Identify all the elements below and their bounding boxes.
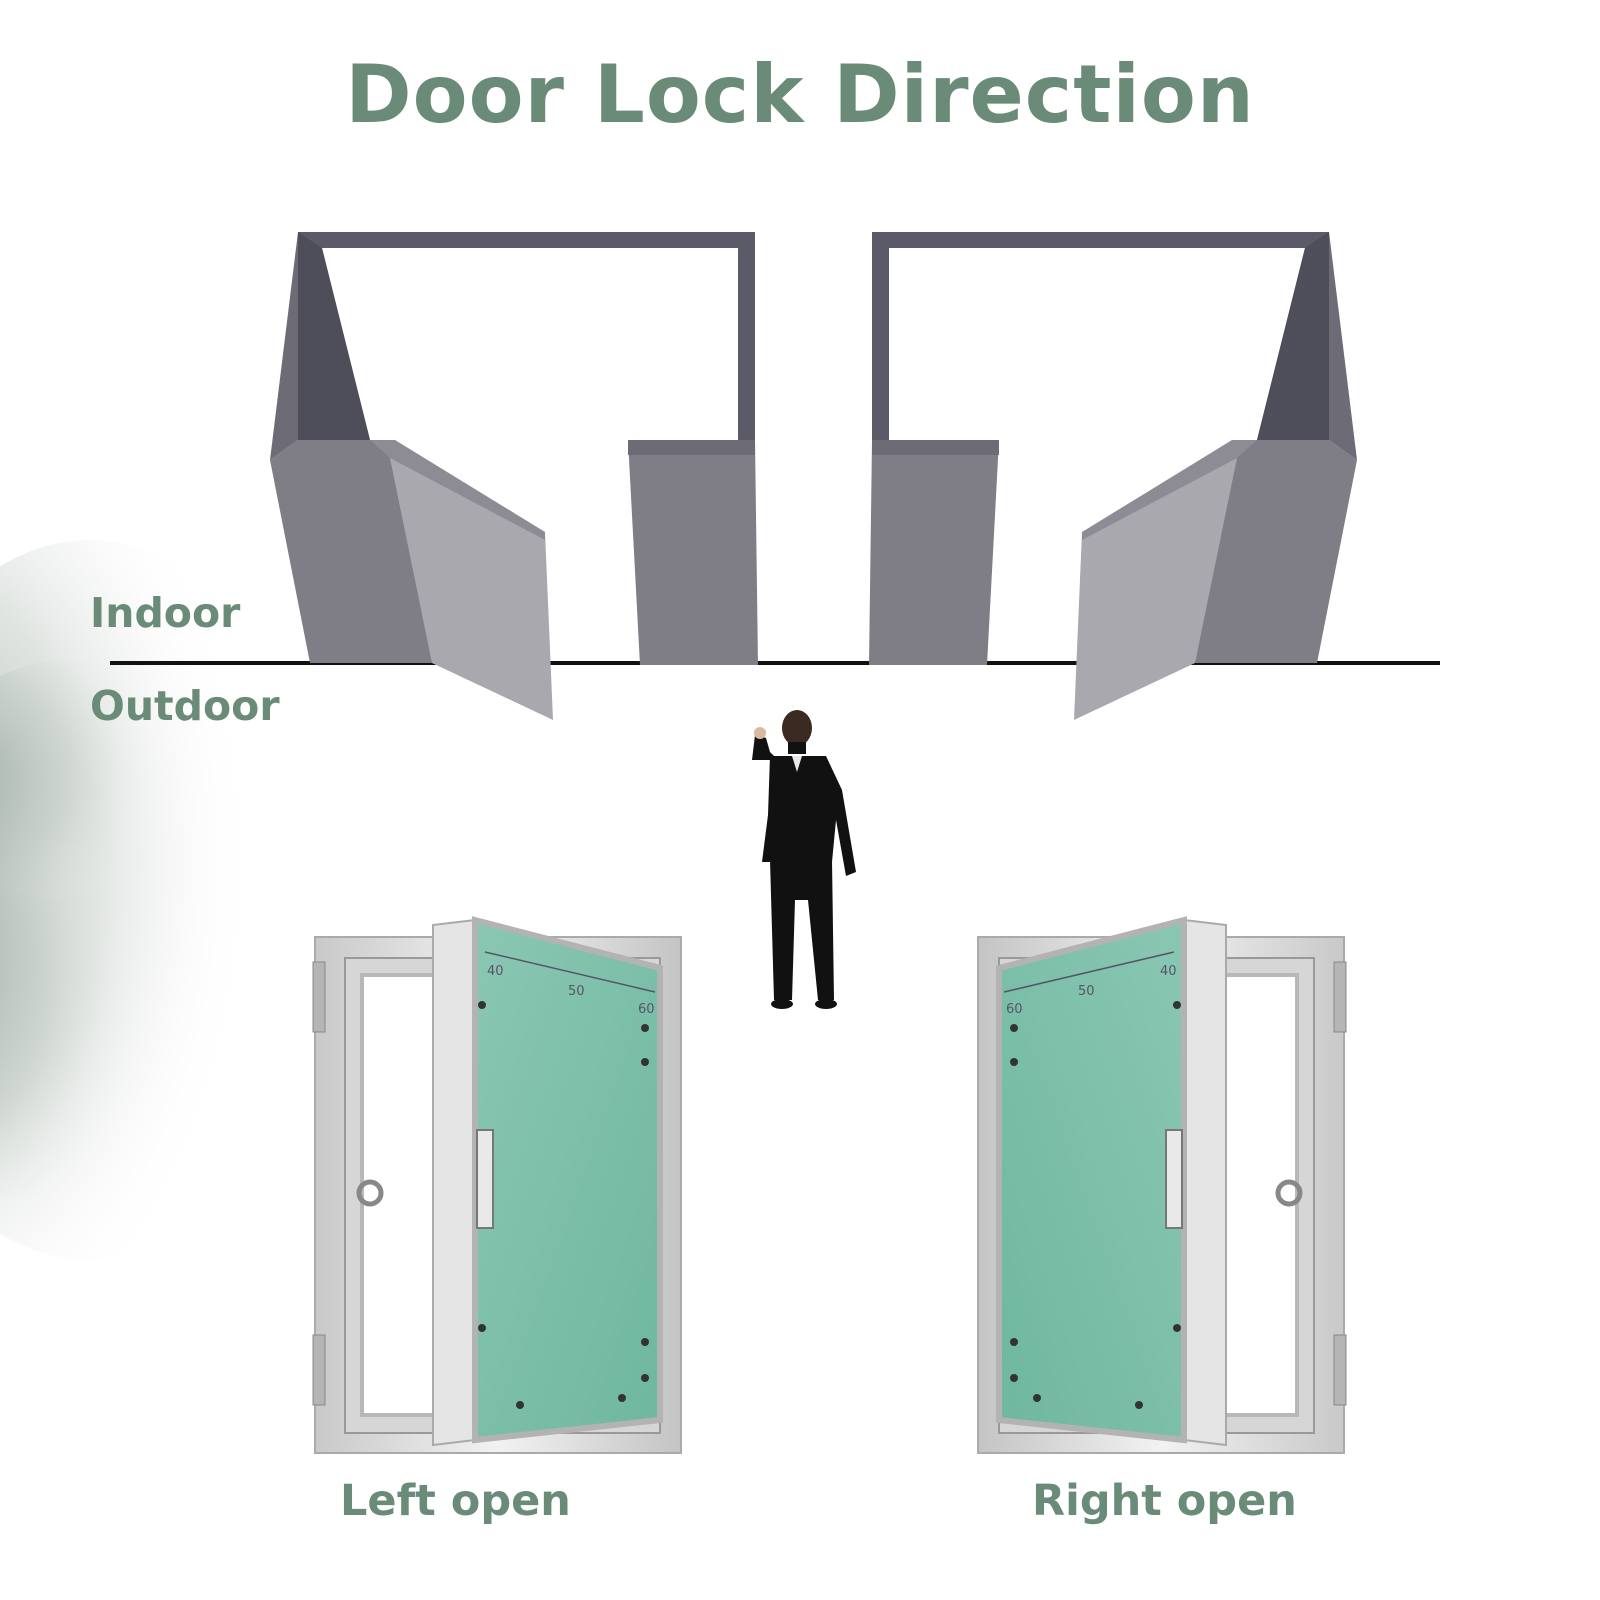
right-room-door-top: [1082, 440, 1257, 540]
left-panel-ruler-60: 60: [638, 1002, 655, 1017]
left-room-wall-face: [270, 440, 432, 663]
left-room-wall-edge: [270, 232, 298, 460]
right-room-back-wall: [872, 232, 1329, 440]
left-panel-lock: [356, 1179, 384, 1207]
outdoor-label: Outdoor: [90, 682, 280, 730]
right-room-wall-face: [1195, 440, 1357, 663]
left-room-door-leaf: [390, 458, 553, 720]
left-panel-ruler-40: 40: [487, 964, 504, 979]
left-open-caption: Left open: [340, 1476, 571, 1526]
left-room-pillar: [628, 440, 758, 665]
left-panel-door-edge: [432, 918, 476, 1447]
right-room-pillar: [869, 440, 999, 665]
right-open-caption: Right open: [1032, 1476, 1297, 1526]
left-room-pillar-top: [628, 440, 755, 455]
person-icon: [752, 710, 856, 1009]
right-panel-ruler-60: 60: [1006, 1002, 1023, 1017]
page-title: Door Lock Direction: [345, 48, 1255, 141]
access-panel-left-icon: 40 50 60: [312, 916, 682, 1454]
left-room: [270, 232, 758, 720]
right-room-wall-edge: [1329, 232, 1357, 460]
mist-background: [0, 540, 330, 1260]
right-room: [869, 232, 1357, 720]
right-room-door-leaf: [1074, 458, 1237, 720]
right-panel-handle: [1165, 1129, 1183, 1229]
right-panel-ruler-50: 50: [1078, 984, 1095, 999]
right-panel-ruler-labels: 60 50 40: [1006, 964, 1177, 1017]
right-room-side-wall: [1257, 232, 1329, 440]
right-panel-door: [996, 916, 1187, 1444]
right-room-pillar-top: [872, 440, 999, 455]
left-room-door-top: [370, 440, 545, 540]
left-panel-handle: [476, 1129, 494, 1229]
right-panel-ruler-40: 40: [1160, 964, 1177, 979]
indoor-label: Indoor: [90, 589, 241, 637]
left-room-back-wall: [298, 232, 755, 440]
right-panel-door-edge: [1183, 918, 1227, 1447]
left-room-side-wall: [298, 232, 370, 440]
left-panel-ruler-50: 50: [568, 984, 585, 999]
access-panel-right-icon: [977, 916, 1347, 1454]
right-panel-lock: [1275, 1179, 1303, 1207]
left-panel-door: [472, 916, 663, 1444]
